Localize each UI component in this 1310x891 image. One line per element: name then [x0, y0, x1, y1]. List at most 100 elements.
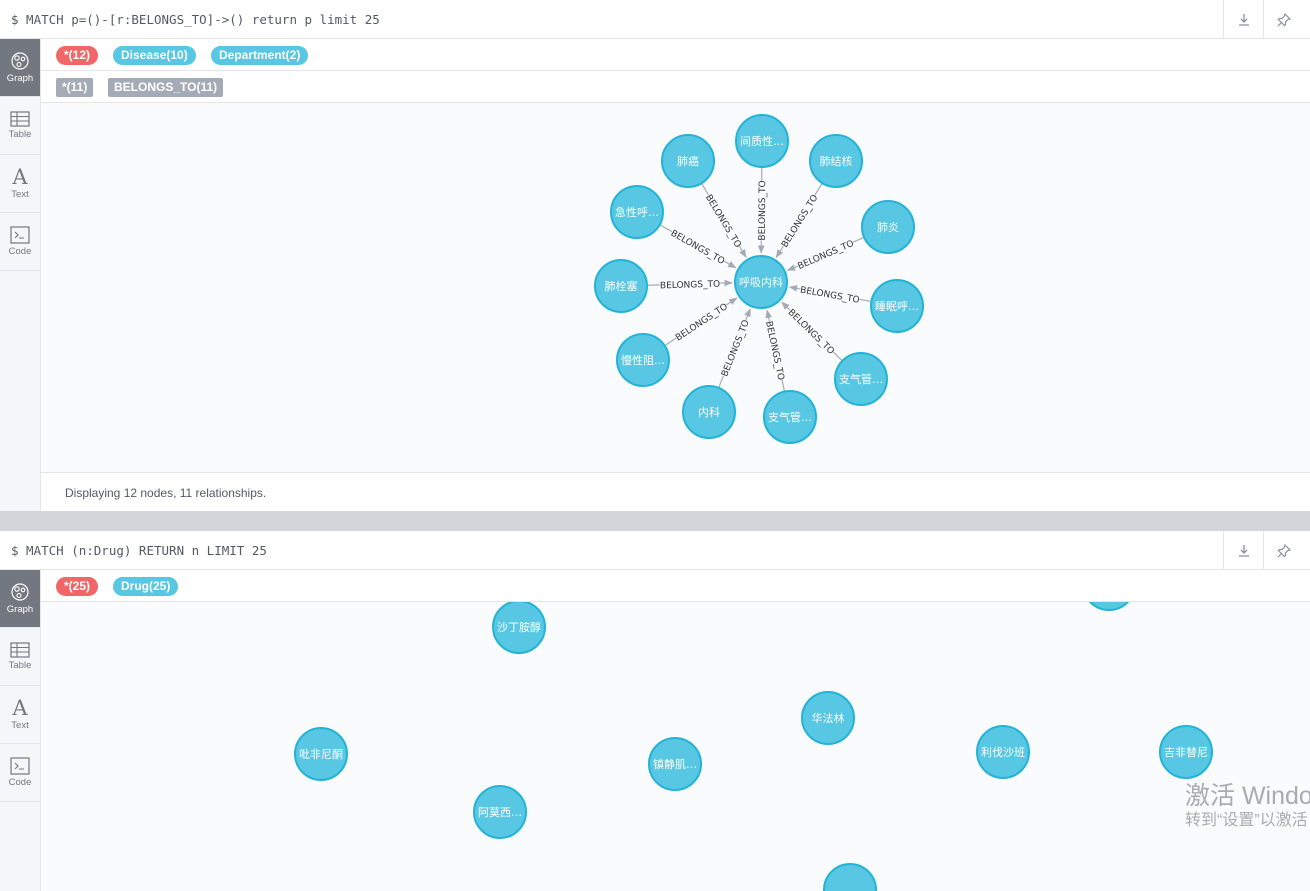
- tab-text[interactable]: A Text: [0, 686, 40, 744]
- query-text[interactable]: $ MATCH (n:Drug) RETURN n LIMIT 25: [11, 543, 267, 558]
- drug-node-partial[interactable]: [823, 863, 877, 891]
- relationship-belongs-to[interactable]: BELONGS_TO: [717, 308, 752, 388]
- drug-node[interactable]: 吉非替尼: [1159, 725, 1213, 779]
- disease-node[interactable]: 肺炎: [861, 200, 915, 254]
- node-circle[interactable]: [610, 185, 664, 239]
- node-circle[interactable]: [734, 255, 788, 309]
- relationship-label-bg: [795, 236, 856, 272]
- node-circle[interactable]: [801, 691, 855, 745]
- node-circle[interactable]: [763, 390, 817, 444]
- tab-table[interactable]: Table: [0, 628, 40, 686]
- relationship-label: BELONGS_TO: [796, 239, 855, 272]
- node-circle[interactable]: [809, 134, 863, 188]
- node-circle[interactable]: [861, 200, 915, 254]
- drug-node-partial[interactable]: [1083, 602, 1135, 611]
- node-circle[interactable]: [735, 114, 789, 168]
- rel-tag-all[interactable]: *(11): [56, 78, 94, 97]
- node-circle[interactable]: [594, 259, 648, 313]
- relationship-label-bg: [755, 180, 768, 241]
- result-frame-1: $ MATCH p=()-[r:BELONGS_TO]->() return p…: [0, 0, 1310, 511]
- node-circle[interactable]: [976, 725, 1030, 779]
- node-caption: 肺结核: [820, 154, 853, 168]
- relationship-label: BELONGS_TO: [720, 319, 752, 379]
- relationship-belongs-to[interactable]: BELONGS_TO: [775, 183, 823, 259]
- label-pill-department[interactable]: Department(2): [211, 46, 309, 65]
- label-pill-disease[interactable]: Disease(10): [113, 46, 196, 65]
- node-circle[interactable]: [294, 727, 348, 781]
- relationship-label: BELONGS_TO: [669, 229, 726, 267]
- disease-node[interactable]: 支气管…: [834, 352, 888, 406]
- label-pill-all[interactable]: *(12): [56, 46, 99, 65]
- disease-node[interactable]: 肺结核: [809, 134, 863, 188]
- disease-node[interactable]: 睡眠呼…: [870, 279, 924, 333]
- disease-node[interactable]: 内科: [682, 385, 736, 439]
- view-sidebar: Graph Table A Text Code: [0, 39, 41, 511]
- disease-node[interactable]: 肺栓塞: [594, 259, 648, 313]
- node-circle[interactable]: [834, 352, 888, 406]
- relationship-belongs-to[interactable]: BELONGS_TO: [788, 283, 871, 306]
- result-frame-2: $ MATCH (n:Drug) RETURN n LIMIT 25 Graph…: [0, 531, 1310, 891]
- relationship-belongs-to[interactable]: BELONGS_TO: [755, 167, 768, 254]
- graph-icon: [11, 583, 29, 601]
- pin-button[interactable]: [1263, 531, 1304, 570]
- status-bar: Displaying 12 nodes, 11 relationships.: [41, 472, 1310, 511]
- disease-node[interactable]: 间质性…: [735, 114, 789, 168]
- relationship-belongs-to[interactable]: BELONGS_TO: [786, 236, 864, 272]
- node-circle[interactable]: [1159, 725, 1213, 779]
- download-button[interactable]: [1223, 531, 1264, 570]
- download-icon: [1239, 544, 1249, 557]
- node-circle[interactable]: [473, 785, 527, 839]
- tab-graph[interactable]: Graph: [0, 570, 40, 628]
- node-caption: 吉非替尼: [1164, 745, 1208, 759]
- graph-canvas[interactable]: 沙丁胺醇华法林吡非尼酮 镇静肌… 利伐沙班 吉非替尼阿莫西…: [41, 602, 1310, 891]
- pin-icon: [1277, 12, 1291, 26]
- node-circle[interactable]: [661, 134, 715, 188]
- tab-text-label: Text: [11, 189, 29, 200]
- disease-node[interactable]: 慢性阻…: [616, 333, 670, 387]
- node-circle[interactable]: [492, 602, 546, 654]
- node-caption: 急性呼…: [615, 205, 659, 219]
- drug-node[interactable]: 利伐沙班: [976, 725, 1030, 779]
- tab-graph[interactable]: Graph: [0, 39, 40, 97]
- code-icon: [10, 226, 30, 244]
- rel-tag-belongs-to[interactable]: BELONGS_TO(11): [108, 78, 224, 97]
- relationship-belongs-to[interactable]: BELONGS_TO: [763, 309, 788, 391]
- node-circle[interactable]: [616, 333, 670, 387]
- relationship-belongs-to[interactable]: BELONGS_TO: [781, 301, 843, 361]
- node-caption: 阿莫西…: [478, 806, 522, 819]
- disease-node[interactable]: 支气管…: [763, 390, 817, 444]
- node-circle[interactable]: [682, 385, 736, 439]
- node-caption: 睡眠呼…: [875, 300, 919, 313]
- table-icon: [10, 111, 30, 127]
- disease-node[interactable]: 肺癌: [661, 134, 715, 188]
- drug-node[interactable]: 阿莫西…: [473, 785, 527, 839]
- department-node[interactable]: 呼吸内科: [734, 255, 788, 309]
- relationship-label-bg: [672, 300, 730, 344]
- query-bar[interactable]: $ MATCH p=()-[r:BELONGS_TO]->() return p…: [0, 0, 1310, 39]
- relationship-belongs-to[interactable]: BELONGS_TO: [647, 277, 733, 291]
- tab-code[interactable]: Code: [0, 744, 40, 802]
- tab-code[interactable]: Code: [0, 213, 40, 271]
- drug-node[interactable]: 沙丁胺醇: [492, 602, 546, 654]
- drug-node[interactable]: 华法林: [801, 691, 855, 745]
- tab-text[interactable]: A Text: [0, 155, 40, 213]
- relationship-label: BELONGS_TO: [758, 180, 768, 240]
- node-circle[interactable]: [870, 279, 924, 333]
- drug-node[interactable]: 镇静肌…: [648, 737, 702, 791]
- disease-node[interactable]: 急性呼…: [610, 185, 664, 239]
- label-pill-all[interactable]: *(25): [56, 577, 99, 596]
- query-text[interactable]: $ MATCH p=()-[r:BELONGS_TO]->() return p…: [11, 12, 380, 27]
- query-bar[interactable]: $ MATCH (n:Drug) RETURN n LIMIT 25: [0, 531, 1310, 570]
- download-button[interactable]: [1223, 0, 1264, 39]
- pin-button[interactable]: [1263, 0, 1304, 39]
- node-label-legend: *(25) Drug(25): [41, 570, 1310, 602]
- relationship-label: BELONGS_TO: [786, 308, 836, 357]
- label-pill-drug[interactable]: Drug(25): [113, 577, 179, 596]
- node-circle[interactable]: [648, 737, 702, 791]
- drug-node[interactable]: 吡非尼酮: [294, 727, 348, 781]
- relationship-belongs-to[interactable]: BELONGS_TO: [665, 297, 738, 346]
- tab-table[interactable]: Table: [0, 97, 40, 155]
